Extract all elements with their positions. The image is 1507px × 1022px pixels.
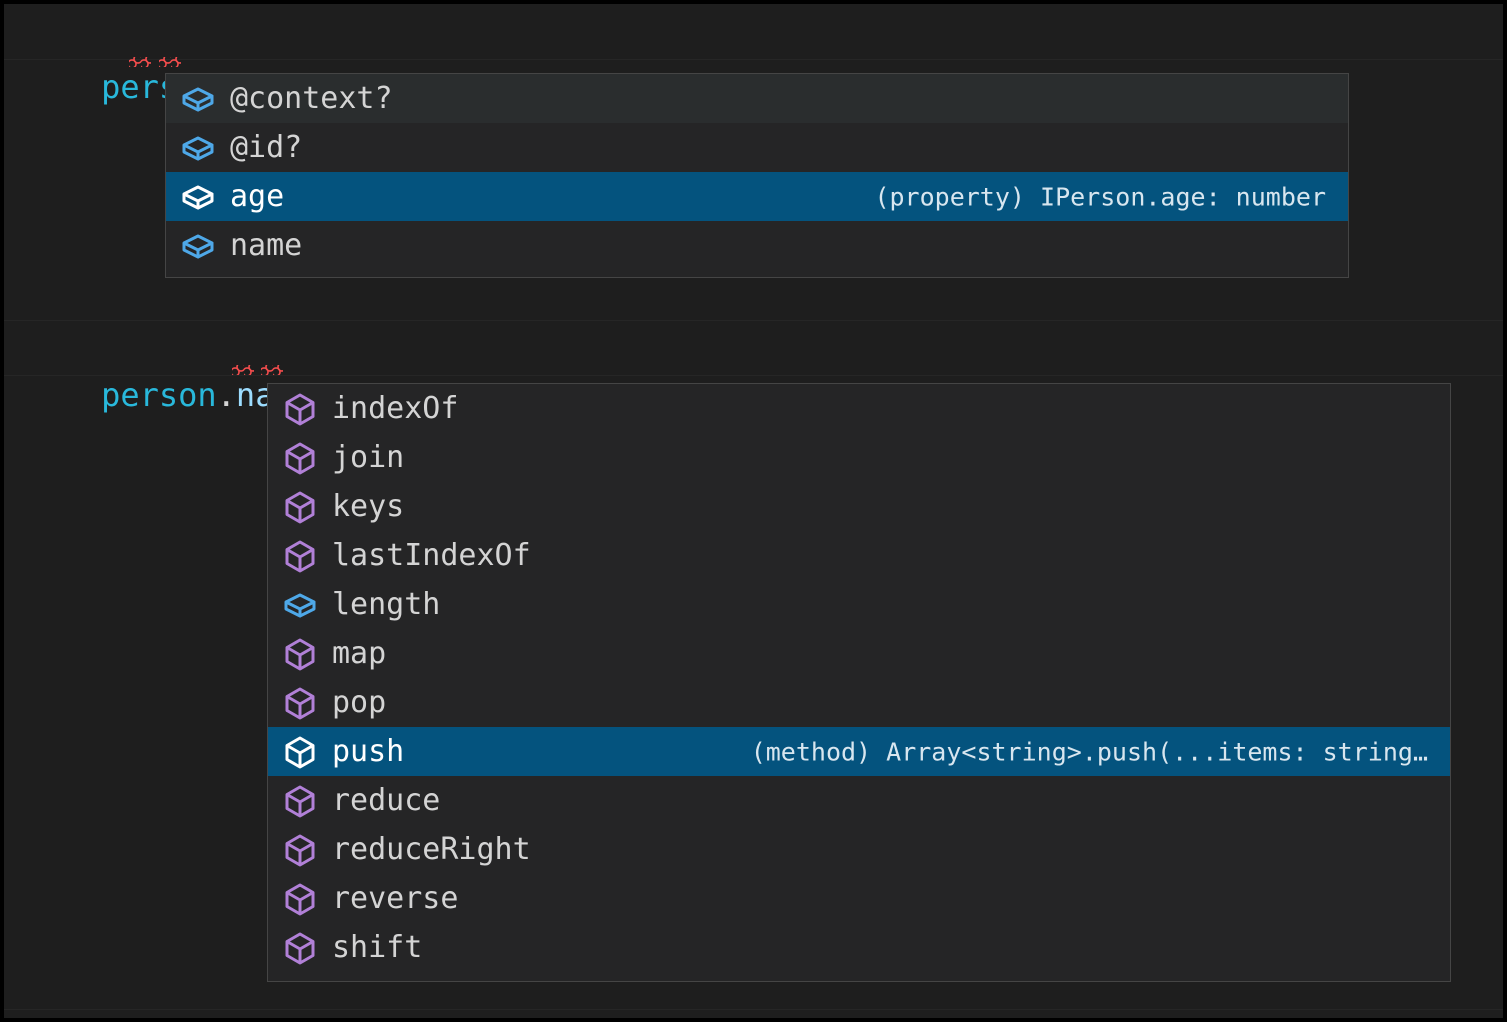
cube-method-icon (285, 834, 315, 866)
suggestion-label: age (230, 178, 285, 214)
suggestion-label: length (332, 586, 441, 622)
code-token-variable: person (101, 376, 217, 414)
field-box-icon (284, 593, 316, 617)
code-token-dot: . (216, 376, 236, 414)
cube-method-icon (285, 442, 315, 474)
suggestion-item-age[interactable]: age (property) IPerson.age: number (166, 172, 1348, 221)
cube-method-icon (285, 687, 315, 719)
suggestion-detail: (property) IPerson.age: number (874, 182, 1326, 211)
suggestion-item-lastindexof[interactable]: lastIndexOf (268, 531, 1450, 580)
editor-rule (4, 375, 1503, 376)
suggestion-label: shift (332, 929, 423, 965)
cube-method-icon (285, 736, 315, 768)
cube-method-icon (285, 932, 315, 964)
cube-method-icon (285, 540, 315, 572)
suggestion-item-pop[interactable]: pop (268, 678, 1450, 727)
suggestion-item-length[interactable]: length (268, 580, 1450, 629)
code-editor-surface: person.; @context? @id? (4, 4, 1503, 1018)
suggestion-label: join (332, 439, 405, 475)
editor-rule (4, 59, 1503, 60)
suggestion-item-shift[interactable]: shift (268, 923, 1450, 972)
code-line-person-name[interactable]: person.name.; (4, 326, 1503, 414)
suggestion-item-map[interactable]: map (268, 629, 1450, 678)
cube-method-icon (285, 491, 315, 523)
person-property-suggestion-popup[interactable]: @context? @id? age (property) IPerson.ag… (165, 73, 1349, 278)
code-line-person[interactable]: person.; (4, 18, 1503, 106)
error-squiggle-icon (261, 365, 283, 375)
error-squiggle-icon (159, 57, 181, 67)
suggestion-item-indexof[interactable]: indexOf (268, 384, 1450, 433)
suggestion-label: push (332, 733, 405, 769)
suggestion-label: map (332, 635, 387, 671)
error-squiggle-icon (232, 365, 254, 375)
cube-method-icon (285, 785, 315, 817)
suggestion-item-name[interactable]: name (166, 221, 1348, 270)
suggestion-item-join[interactable]: join (268, 433, 1450, 482)
suggestion-label: reduce (332, 782, 441, 818)
editor-rule (4, 1009, 1503, 1010)
suggestion-item-keys[interactable]: keys (268, 482, 1450, 531)
suggestion-item-reverse[interactable]: reverse (268, 874, 1450, 923)
suggestion-label: reverse (332, 880, 459, 916)
suggestion-label: keys (332, 488, 405, 524)
field-box-icon (182, 234, 214, 258)
suggestion-label: @context? (230, 80, 393, 116)
cube-method-icon (285, 393, 315, 425)
field-box-icon (182, 185, 214, 209)
error-squiggle-icon (129, 57, 151, 67)
suggestion-label: lastIndexOf (332, 537, 531, 573)
field-box-icon (182, 136, 214, 160)
suggestion-label: @id? (230, 129, 303, 165)
suggestion-item-context[interactable]: @context? (166, 74, 1348, 123)
suggestion-detail: (method) Array<string>.push(...items: st… (750, 737, 1428, 766)
cube-method-icon (285, 883, 315, 915)
suggestion-item-reduce[interactable]: reduce (268, 776, 1450, 825)
suggestion-label: pop (332, 684, 387, 720)
suggestion-item-reduceright[interactable]: reduceRight (268, 825, 1450, 874)
suggestion-label: reduceRight (332, 831, 531, 867)
array-member-suggestion-popup[interactable]: indexOf join keys lastIndexOf (267, 383, 1451, 982)
cube-method-icon (285, 638, 315, 670)
suggestion-label: name (230, 227, 303, 263)
suggestion-item-push[interactable]: push (method) Array<string>.push(...item… (268, 727, 1450, 776)
suggestion-label: indexOf (332, 390, 459, 426)
field-box-icon (182, 87, 214, 111)
suggestion-item-id[interactable]: @id? (166, 123, 1348, 172)
editor-rule (4, 320, 1503, 321)
